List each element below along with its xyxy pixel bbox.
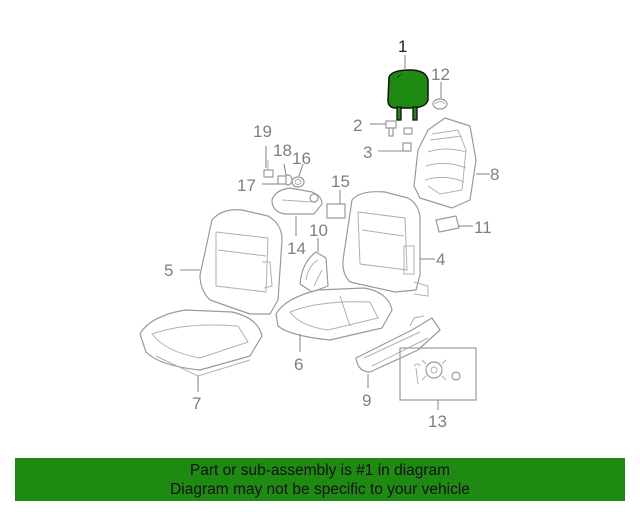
seatback-frame-part-8[interactable]	[413, 117, 477, 209]
label-1: 1	[398, 37, 407, 56]
label-17: 17	[237, 176, 256, 195]
guide-part-2[interactable]	[385, 120, 413, 137]
label-19: 19	[253, 122, 272, 141]
label-6: 6	[294, 355, 303, 374]
hardware-kit-part-13[interactable]	[399, 347, 477, 401]
label-8: 8	[490, 165, 499, 184]
bolt-part-17[interactable]	[277, 175, 287, 185]
cushion-part-6[interactable]	[275, 287, 393, 341]
label-2: 2	[353, 116, 362, 135]
label-18: 18	[273, 141, 292, 160]
headrest-part-1[interactable]	[387, 69, 429, 121]
leader-16	[298, 163, 304, 177]
cover-part-15[interactable]	[326, 203, 346, 219]
label-5: 5	[164, 261, 173, 280]
info-banner: Part or sub-assembly is #1 in diagram Di…	[15, 458, 625, 501]
seatback-part-4[interactable]	[342, 191, 429, 297]
leader-18	[283, 163, 287, 176]
cover-part-11[interactable]	[435, 215, 460, 233]
guide-part-3[interactable]	[402, 142, 412, 152]
label-16: 16	[292, 149, 311, 168]
label-13: 13	[428, 412, 447, 431]
banner-line-2: Diagram may not be specific to your vehi…	[170, 481, 470, 498]
label-7: 7	[192, 394, 201, 413]
label-3: 3	[363, 143, 372, 162]
cushion-part-7[interactable]	[139, 309, 263, 377]
knob-part-16[interactable]	[291, 176, 305, 188]
label-15: 15	[331, 172, 350, 191]
clip-part-12[interactable]	[432, 98, 448, 110]
armrest-assembly[interactable]	[271, 187, 323, 215]
label-12: 12	[431, 65, 450, 84]
label-9: 9	[362, 391, 371, 410]
seatback-part-5[interactable]	[199, 209, 283, 315]
seat-parts-diagram: 1 12 2 3 8 11 4 5 19 18 16 17 15 10 14 6…	[139, 37, 499, 431]
label-11: 11	[474, 218, 492, 237]
label-4: 4	[436, 250, 445, 269]
label-10: 10	[309, 221, 328, 240]
label-14: 14	[287, 239, 306, 258]
banner-line-1: Part or sub-assembly is #1 in diagram	[189, 462, 451, 479]
seat-track-part-9[interactable]	[355, 315, 441, 373]
side-cover-part-14[interactable]	[299, 251, 329, 293]
pin-part-19[interactable]	[263, 160, 274, 178]
